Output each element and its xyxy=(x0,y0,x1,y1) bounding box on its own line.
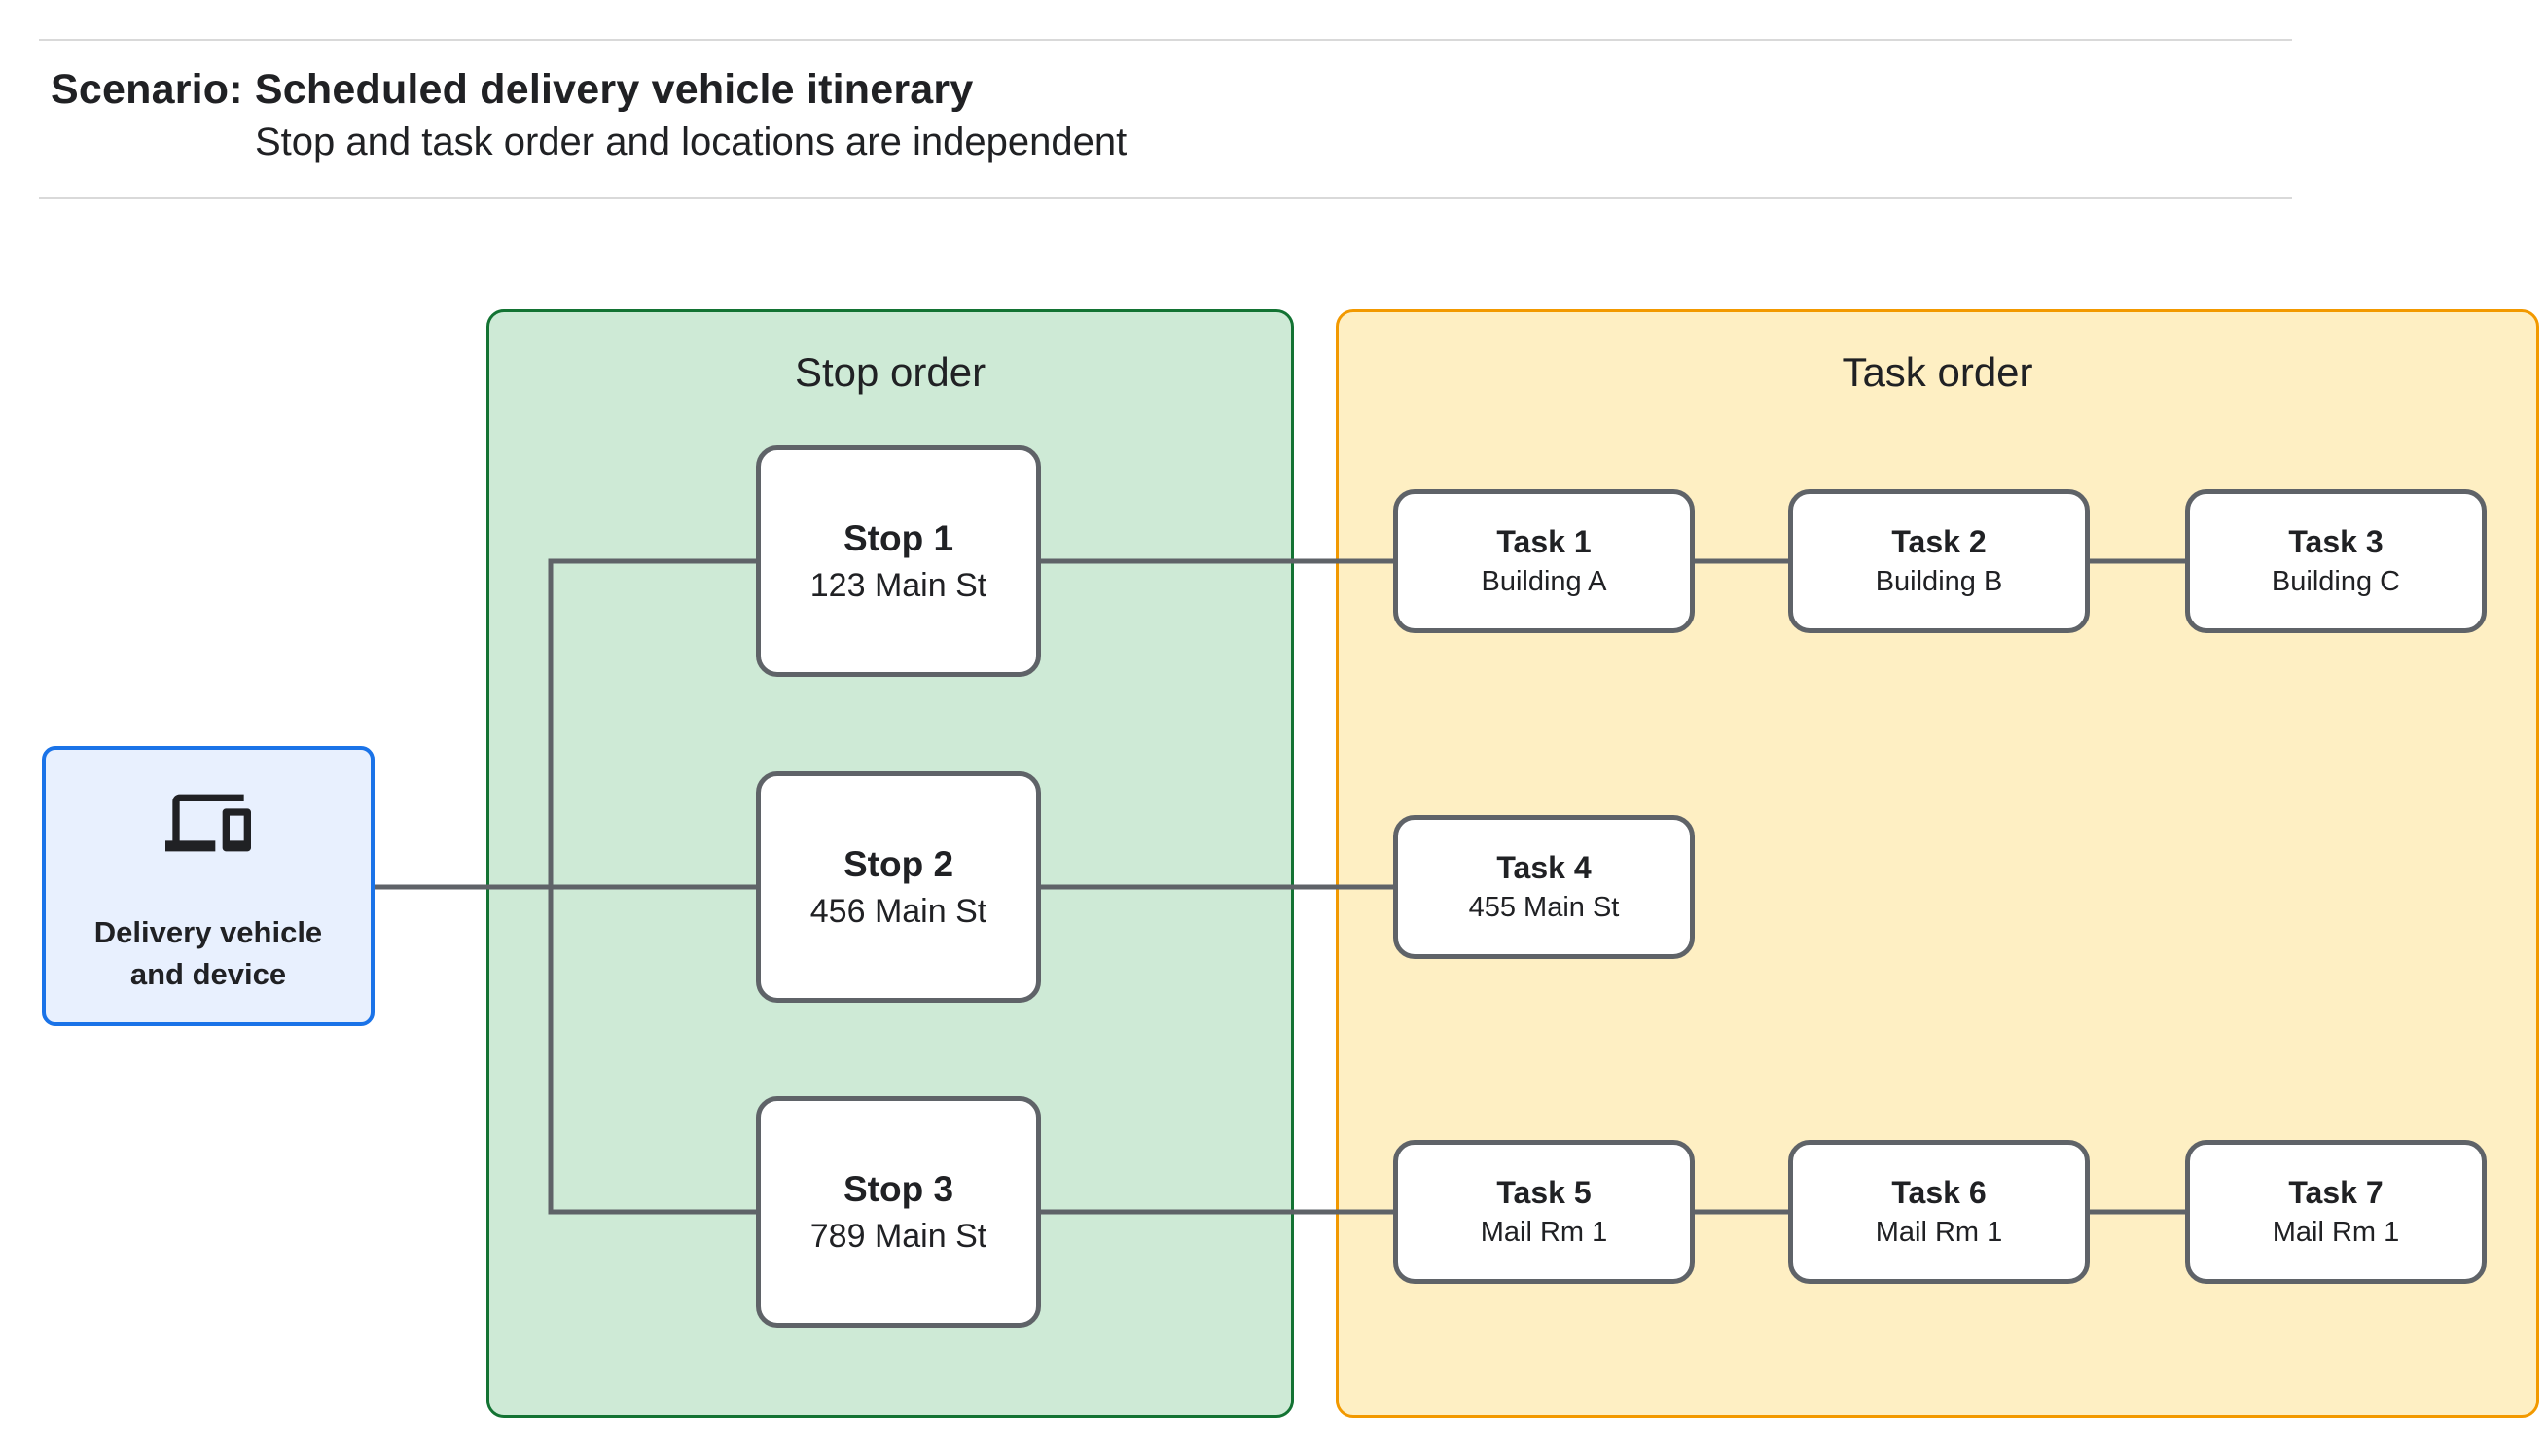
header-divider xyxy=(39,197,2292,199)
delivery-vehicle-label: Delivery vehicle and device xyxy=(93,915,323,991)
devices-icon xyxy=(165,779,251,867)
task-2-title: Task 2 xyxy=(1891,524,1987,559)
stop-2-address: 456 Main St xyxy=(809,893,987,930)
page-title: Scenario: Scheduled delivery vehicle iti… xyxy=(51,66,974,113)
task-1-title: Task 1 xyxy=(1496,524,1592,559)
stop-1-title: Stop 1 xyxy=(843,518,954,558)
task-4-title: Task 4 xyxy=(1496,850,1592,885)
task-order-panel-title: Task order xyxy=(1842,349,2033,395)
task-1-location: Building A xyxy=(1481,566,1607,597)
task-3-node: Task 3 Building C xyxy=(2185,489,2487,633)
stop-2-title: Stop 2 xyxy=(843,844,954,884)
task-2-location: Building B xyxy=(1875,566,2003,597)
delivery-vehicle-node: Delivery vehicle and device xyxy=(42,746,375,1026)
stop-1-node: Stop 1 123 Main St xyxy=(756,445,1041,677)
task-6-location: Mail Rm 1 xyxy=(1875,1217,2003,1248)
stop-2-node: Stop 2 456 Main St xyxy=(756,771,1041,1003)
task-6-node: Task 6 Mail Rm 1 xyxy=(1788,1140,2090,1284)
page-subtitle: Stop and task order and locations are in… xyxy=(255,121,1128,163)
task-4-location: 455 Main St xyxy=(1468,892,1620,923)
stop-order-panel-title: Stop order xyxy=(794,349,986,395)
task-3-location: Building C xyxy=(2271,566,2401,597)
task-7-location: Mail Rm 1 xyxy=(2272,1217,2400,1248)
task-5-title: Task 5 xyxy=(1496,1175,1592,1210)
task-6-title: Task 6 xyxy=(1891,1175,1987,1210)
task-2-node: Task 2 Building B xyxy=(1788,489,2090,633)
stop-3-address: 789 Main St xyxy=(809,1218,987,1255)
stop-3-node: Stop 3 789 Main St xyxy=(756,1096,1041,1328)
task-3-title: Task 3 xyxy=(2288,524,2384,559)
task-1-node: Task 1 Building A xyxy=(1393,489,1695,633)
stop-3-title: Stop 3 xyxy=(843,1169,954,1209)
task-5-location: Mail Rm 1 xyxy=(1480,1217,1608,1248)
stop-1-address: 123 Main St xyxy=(809,567,987,604)
task-4-node: Task 4 455 Main St xyxy=(1393,815,1695,959)
task-7-node: Task 7 Mail Rm 1 xyxy=(2185,1140,2487,1284)
task-7-title: Task 7 xyxy=(2288,1175,2384,1210)
top-divider xyxy=(39,39,2292,41)
task-5-node: Task 5 Mail Rm 1 xyxy=(1393,1140,1695,1284)
